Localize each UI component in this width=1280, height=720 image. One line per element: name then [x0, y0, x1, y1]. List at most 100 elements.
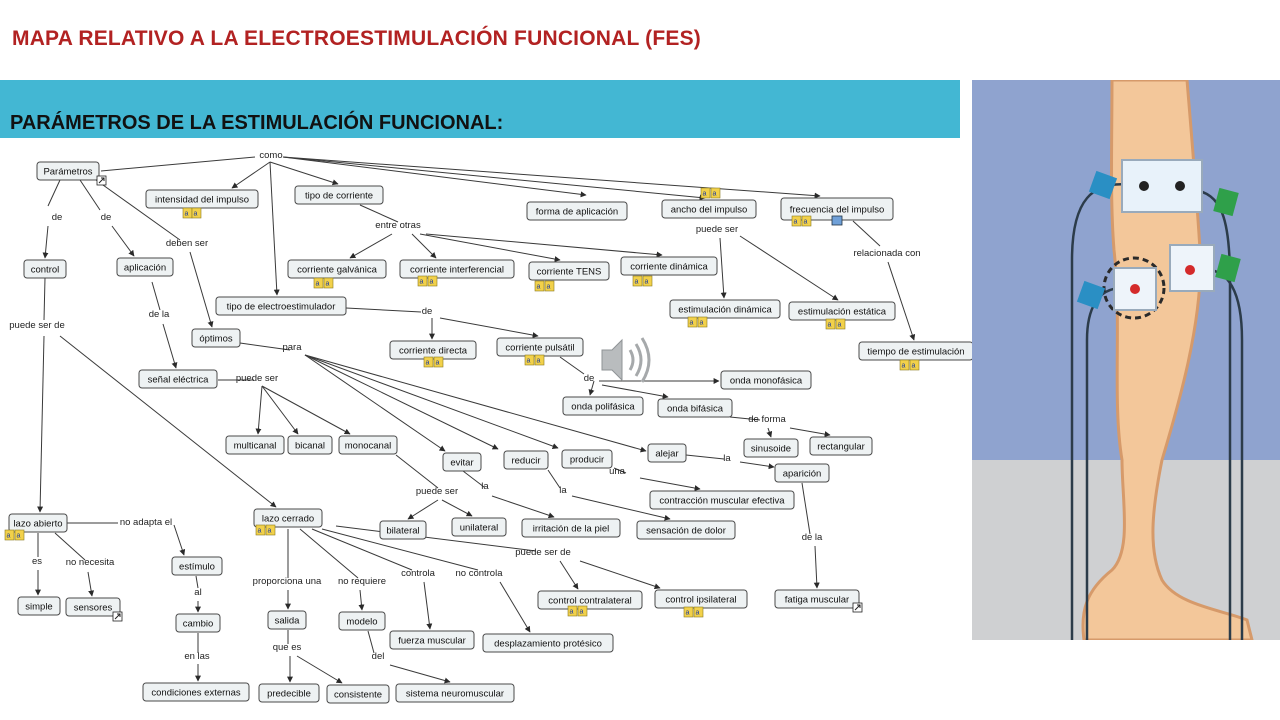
concept-node-condiciones[interactable]: condiciones externas [142, 682, 250, 702]
node-label: sistema neuromuscular [406, 689, 504, 700]
concept-node-unilateral[interactable]: unilateral [451, 517, 507, 537]
resource-badge-icon[interactable]: a [182, 207, 193, 219]
resource-badge-icon[interactable]: a [577, 605, 588, 617]
concept-node-fuerza[interactable]: fuerza muscular [389, 630, 475, 650]
concept-node-desplazamiento[interactable]: desplazamiento protésico [482, 633, 614, 653]
concept-node-galvanica[interactable]: corriente galvánica [287, 259, 387, 279]
concept-node-est-dinamica[interactable]: estimulación dinámica [669, 299, 781, 319]
concept-node-forma-aplicacion[interactable]: forma de aplicación [526, 201, 628, 221]
concept-node-dinamica[interactable]: corriente dinámica [620, 256, 718, 276]
concept-node-parametros[interactable]: Parámetros [36, 161, 100, 181]
concept-node-tipo-corriente[interactable]: tipo de corriente [294, 185, 384, 205]
concept-node-pulsatil[interactable]: corriente pulsátil [496, 337, 584, 357]
concept-node-alejar[interactable]: alejar [647, 443, 687, 463]
concept-node-bilateral[interactable]: bilateral [379, 520, 427, 540]
connection-line [261, 385, 299, 435]
resource-badge-icon[interactable]: a [427, 275, 438, 287]
concept-node-evitar[interactable]: evitar [442, 452, 482, 472]
concept-node-predecible[interactable]: predecible [258, 683, 320, 703]
resource-badge-icon[interactable]: a [791, 215, 802, 227]
connection-line [79, 179, 101, 211]
concept-node-producir[interactable]: producir [561, 449, 613, 469]
concept-node-ipsilateral[interactable]: control ipsilateral [654, 589, 748, 609]
resource-badge-icon[interactable]: a [909, 359, 920, 371]
concept-node-rectangular[interactable]: rectangular [809, 436, 873, 456]
concept-node-sinusoide[interactable]: sinusoide [743, 438, 799, 458]
concept-node-polifasica[interactable]: onda polifásica [562, 396, 644, 416]
resource-badge-icon[interactable]: a [255, 524, 266, 536]
node-label: corriente galvánica [297, 265, 377, 276]
concept-node-dolor[interactable]: sensación de dolor [636, 520, 736, 540]
concept-node-monocanal[interactable]: monocanal [338, 435, 398, 455]
connection-line [887, 261, 916, 341]
concept-node-contraccion[interactable]: contracción muscular efectiva [649, 490, 795, 510]
concept-node-monofasica[interactable]: onda monofásica [720, 370, 812, 390]
resource-badge-icon[interactable]: a [534, 280, 545, 292]
link-arrow-icon[interactable] [96, 175, 107, 186]
resource-badge-icon[interactable]: a [825, 318, 836, 330]
resource-badge-icon[interactable]: a [801, 215, 812, 227]
resource-badge-icon[interactable]: a [265, 524, 276, 536]
resource-badge-icon[interactable]: a [191, 207, 202, 219]
concept-node-sensores[interactable]: sensores [65, 597, 121, 617]
concept-node-bifasica[interactable]: onda bifásica [657, 398, 733, 418]
concept-node-interferencial[interactable]: corriente interferencial [399, 259, 515, 279]
concept-node-salida[interactable]: salida [267, 610, 307, 630]
resource-badge-icon[interactable]: a [423, 356, 434, 368]
concept-node-senal[interactable]: señal eléctrica [138, 369, 218, 389]
resource-badge-icon[interactable]: a [710, 187, 721, 199]
image-icon[interactable] [831, 215, 843, 226]
concept-node-tipo-electro[interactable]: tipo de electroestimulador [215, 296, 347, 316]
concept-node-aparicion[interactable]: aparición [774, 463, 830, 483]
concept-node-estimulo[interactable]: estímulo [171, 556, 223, 576]
concept-node-neuromuscular[interactable]: sistema neuromuscular [395, 683, 515, 703]
link-label-de1: de [52, 212, 63, 223]
resource-badge-icon[interactable]: a [697, 316, 708, 328]
concept-node-directa[interactable]: corriente directa [389, 340, 477, 360]
node-label: irritación de la piel [533, 524, 610, 535]
resource-badge-icon[interactable]: a [524, 354, 535, 366]
resource-badge-icon[interactable]: a [417, 275, 428, 287]
resource-badge-icon[interactable]: a [567, 605, 578, 617]
concept-node-contralateral[interactable]: control contralateral [537, 590, 643, 610]
resource-badge-icon[interactable]: a [642, 275, 653, 287]
resource-badge-icon[interactable]: a [534, 354, 545, 366]
concept-node-irritacion[interactable]: irritación de la piel [521, 518, 621, 538]
node-label: forma de aplicación [536, 207, 618, 218]
concept-node-aplicacion[interactable]: aplicación [116, 257, 174, 277]
concept-node-modelo[interactable]: modelo [338, 611, 386, 631]
concept-node-tiempo[interactable]: tiempo de estimulación [858, 341, 974, 361]
concept-node-est-estatica[interactable]: estimulación estática [788, 301, 896, 321]
concept-node-simple[interactable]: simple [17, 596, 61, 616]
speaker-icon[interactable] [601, 337, 651, 383]
resource-badge-icon[interactable]: a [899, 359, 910, 371]
concept-node-lazo-abierto[interactable]: lazo abierto [8, 513, 68, 533]
concept-node-multicanal[interactable]: multicanal [225, 435, 285, 455]
concept-node-optimos[interactable]: óptimos [191, 328, 241, 348]
resource-badge-icon[interactable]: a [632, 275, 643, 287]
resource-badge-icon[interactable]: a [693, 606, 704, 618]
resource-badge-icon[interactable]: a [323, 277, 334, 289]
concept-node-tens[interactable]: corriente TENS [528, 261, 610, 281]
resource-badge-icon[interactable]: a [313, 277, 324, 289]
resource-badge-icon[interactable]: a [700, 187, 711, 199]
resource-badge-icon[interactable]: a [687, 316, 698, 328]
resource-badge-icon[interactable]: a [835, 318, 846, 330]
resource-badge-icon[interactable]: a [433, 356, 444, 368]
concept-node-reducir[interactable]: reducir [503, 450, 549, 470]
resource-badge-icon[interactable]: a [14, 529, 25, 541]
link-arrow-icon[interactable] [852, 602, 863, 613]
concept-node-control[interactable]: control [23, 259, 67, 279]
resource-badge-icon[interactable]: a [4, 529, 15, 541]
link-arrow-icon[interactable] [112, 611, 123, 622]
resource-badge-icon[interactable]: a [683, 606, 694, 618]
concept-node-lazo-cerrado[interactable]: lazo cerrado [253, 508, 323, 528]
concept-node-cambio[interactable]: cambio [175, 613, 221, 633]
concept-node-bicanal[interactable]: bicanal [287, 435, 333, 455]
concept-node-consistente[interactable]: consistente [326, 684, 390, 704]
concept-node-intensidad[interactable]: intensidad del impulso [145, 189, 259, 209]
concept-node-ancho[interactable]: ancho del impulso [661, 199, 757, 219]
concept-node-fatiga[interactable]: fatiga muscular [774, 589, 860, 609]
node-box [258, 683, 320, 703]
resource-badge-icon[interactable]: a [544, 280, 555, 292]
